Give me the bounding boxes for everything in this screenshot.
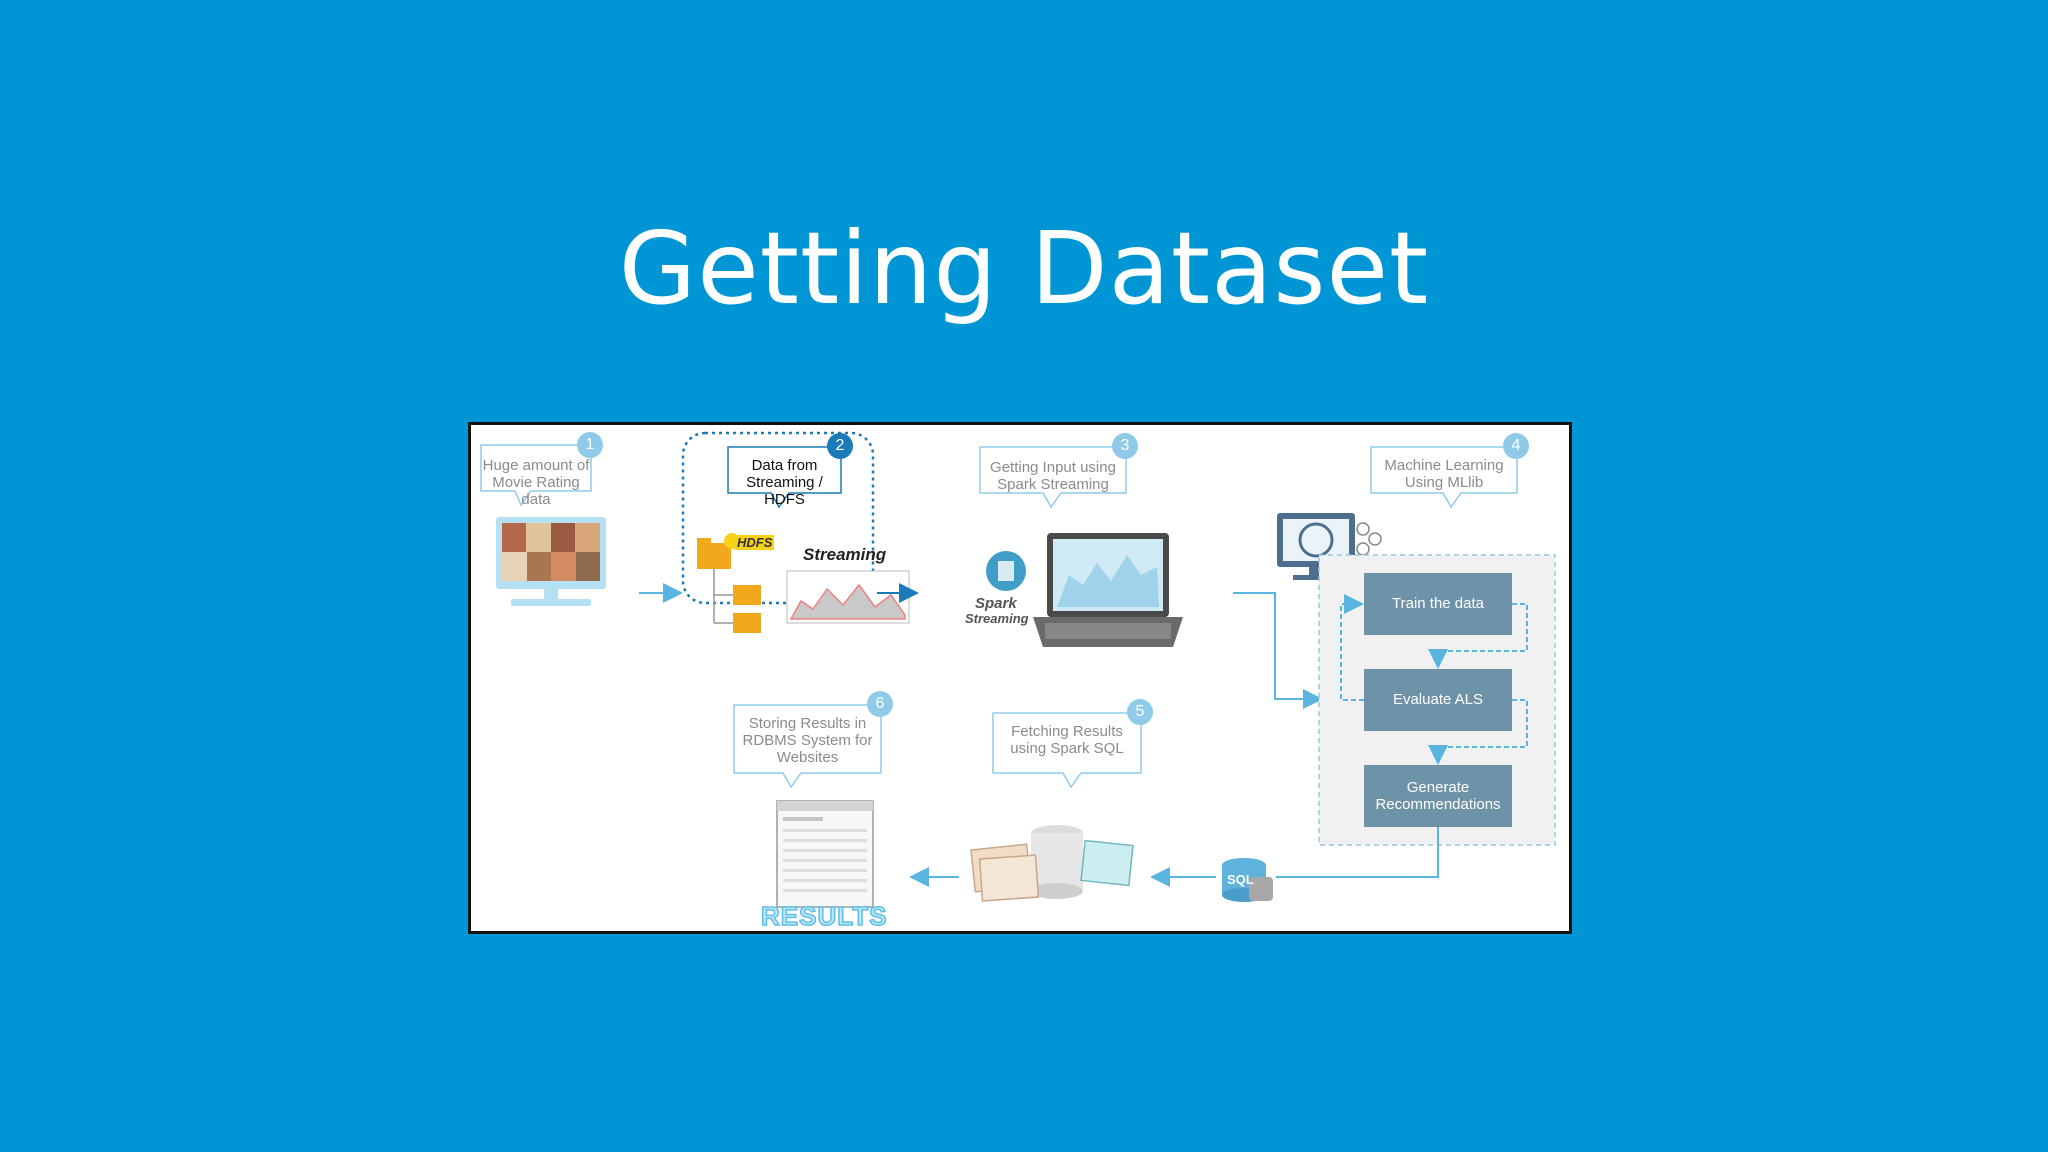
streaming-label: Streaming [803, 545, 886, 565]
slide-title: Getting Dataset [0, 210, 2048, 327]
arrow-3-4 [1233, 593, 1319, 699]
step-5-line1: Fetching Results [993, 723, 1141, 740]
step-6-line2: RDBMS System for [734, 732, 881, 749]
step-4-text: Machine Learning Using MLlib [1371, 457, 1517, 491]
database-tables-icon [971, 825, 1133, 901]
spark-label: Spark [975, 595, 1017, 612]
step-6-line3: Websites [734, 749, 881, 766]
evaluate-label: Evaluate ALS [1364, 691, 1512, 708]
step-2-line2: Streaming / HDFS [728, 474, 841, 508]
generate-line1: Generate [1364, 779, 1512, 796]
badge-1-number: 1 [576, 431, 604, 459]
step-4-line1: Machine Learning [1371, 457, 1517, 474]
badge-3-number: 3 [1111, 432, 1139, 460]
laptop-icon [1033, 533, 1183, 647]
step-1-text: Huge amount of Movie Rating data [481, 457, 591, 508]
results-document-icon [777, 801, 873, 907]
step-3-line1: Getting Input using [980, 459, 1126, 476]
step-6-text: Storing Results in RDBMS System for Webs… [734, 715, 881, 766]
badge-5-number: 5 [1126, 698, 1154, 726]
step-2-line1: Data from [728, 457, 841, 474]
generate-label: Generate Recommendations [1364, 779, 1512, 813]
diagram-graphics [471, 425, 1572, 934]
results-label: RESULTS [761, 901, 887, 932]
spark-streaming-label: Streaming [965, 611, 1029, 626]
spark-logo-icon [986, 551, 1026, 591]
badge-6-number: 6 [866, 690, 894, 718]
step-3-line2: Spark Streaming [980, 476, 1126, 493]
monitor-icon [496, 517, 606, 606]
step-2-text: Data from Streaming / HDFS [728, 457, 841, 508]
step-1-line1: Huge amount of [481, 457, 591, 474]
hdfs-label: HDFS [735, 535, 774, 550]
step-5-text: Fetching Results using Spark SQL [993, 723, 1141, 757]
streaming-chart-icon [787, 571, 909, 623]
step-1-line2: Movie Rating data [481, 474, 591, 508]
pipeline-diagram: Huge amount of Movie Rating data 1 Data … [468, 422, 1572, 934]
step-4-line2: Using MLlib [1371, 474, 1517, 491]
step-6-line1: Storing Results in [734, 715, 881, 732]
train-label: Train the data [1364, 595, 1512, 612]
badge-2-number: 2 [826, 432, 854, 460]
badge-4-number: 4 [1502, 432, 1530, 460]
sql-label: SQL [1227, 872, 1254, 887]
step-3-text: Getting Input using Spark Streaming [980, 459, 1126, 493]
generate-line2: Recommendations [1364, 796, 1512, 813]
step-5-line2: using Spark SQL [993, 740, 1141, 757]
